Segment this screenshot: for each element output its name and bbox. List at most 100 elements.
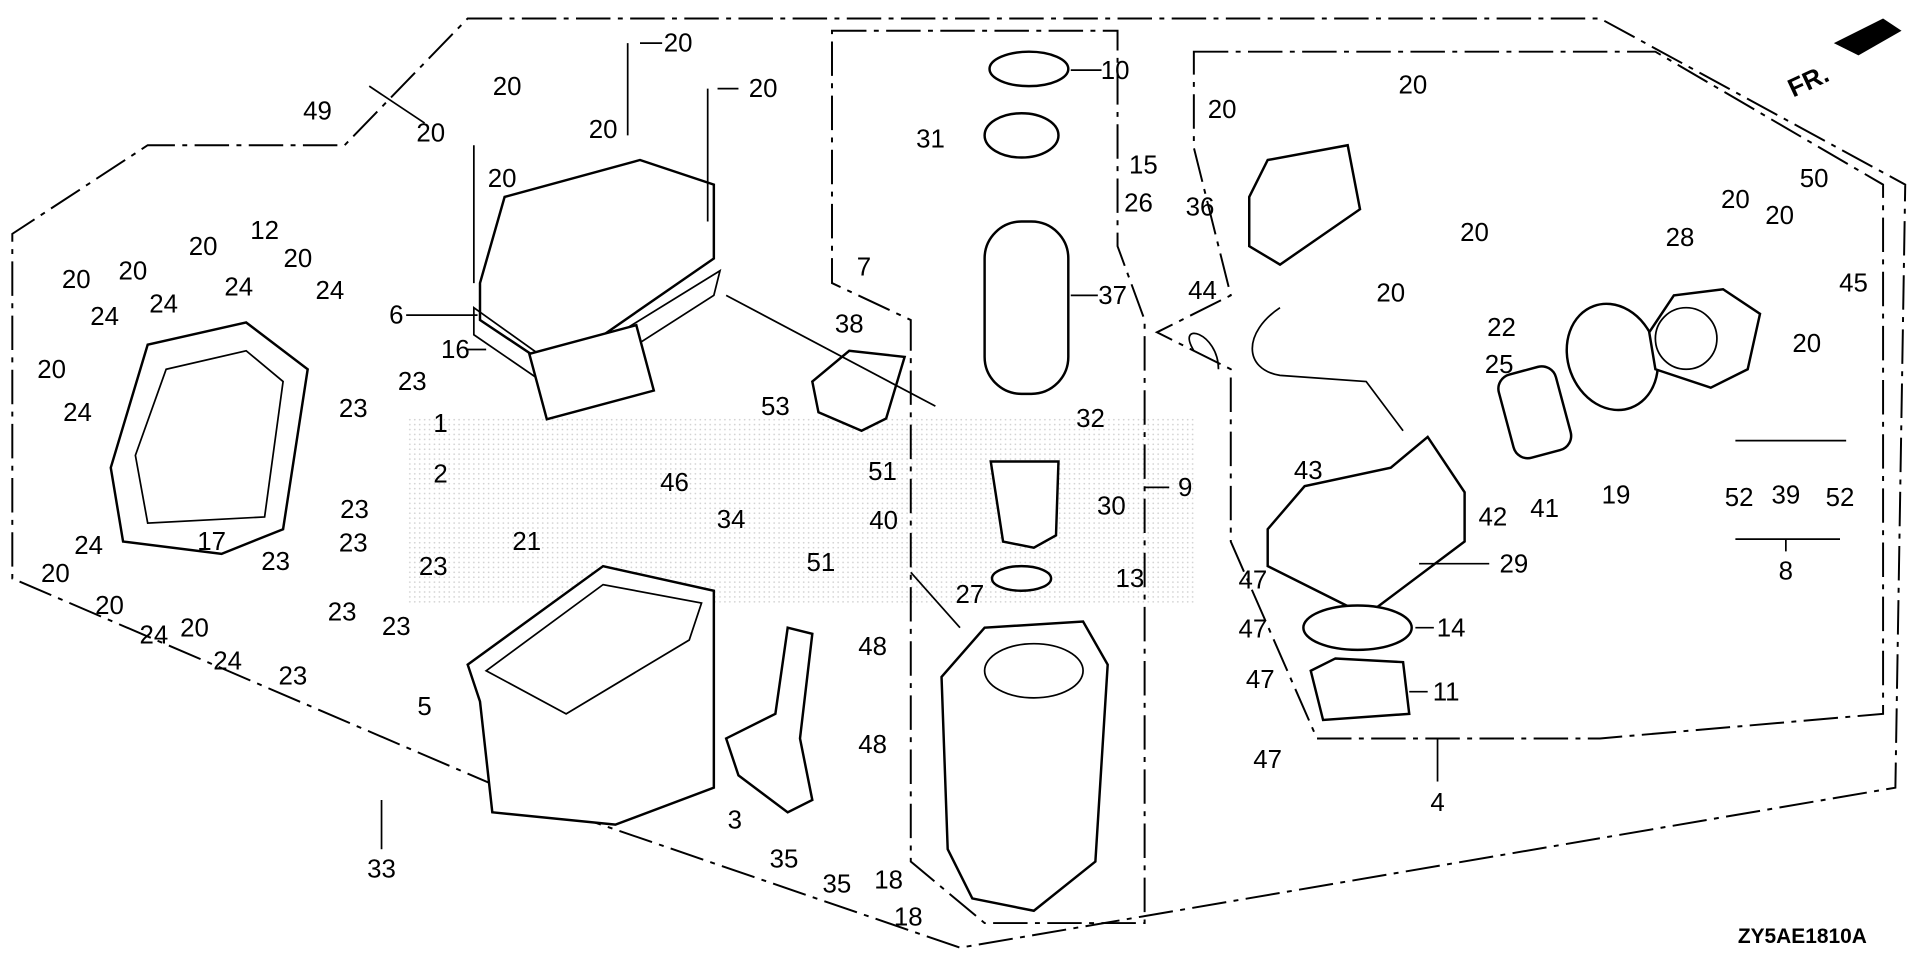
plate-11 <box>1309 657 1411 722</box>
callout-23: 23 <box>398 368 427 396</box>
callout-49: 49 <box>303 97 332 125</box>
callout-42: 42 <box>1479 504 1508 532</box>
callout-53: 53 <box>761 393 790 421</box>
callout-23: 23 <box>328 598 357 626</box>
wire-44 <box>1188 332 1220 370</box>
callout-2: 2 <box>433 460 447 488</box>
callout-10: 10 <box>1101 57 1130 85</box>
callout-48: 48 <box>858 731 887 759</box>
callout-20: 20 <box>1376 280 1405 308</box>
callout-12: 12 <box>250 217 279 245</box>
callout-34: 34 <box>717 506 746 534</box>
callout-5: 5 <box>417 693 431 721</box>
retainer-31 <box>983 112 1060 159</box>
callout-52: 52 <box>1725 484 1754 512</box>
housing-27 <box>940 620 1109 913</box>
cover-28 <box>1647 287 1762 390</box>
fr-arrow-icon <box>1833 18 1902 56</box>
callout-24: 24 <box>74 532 103 560</box>
callout-29: 29 <box>1499 550 1528 578</box>
callout-20: 20 <box>1765 202 1794 230</box>
callout-47: 47 <box>1246 666 1275 694</box>
callout-20: 20 <box>1208 96 1237 124</box>
callout-3: 3 <box>728 806 742 834</box>
callout-20: 20 <box>189 233 218 261</box>
callout-47: 47 <box>1253 746 1282 774</box>
callout-20: 20 <box>1792 330 1821 358</box>
ring-13 <box>990 564 1053 592</box>
callout-20: 20 <box>37 356 66 384</box>
callout-52: 52 <box>1826 484 1855 512</box>
callout-27: 27 <box>955 581 984 609</box>
callout-14: 14 <box>1437 614 1466 642</box>
callout-50: 50 <box>1800 165 1829 193</box>
callout-46: 46 <box>660 469 689 497</box>
callout-43: 43 <box>1294 457 1323 485</box>
group-outline-9 <box>831 29 1146 925</box>
callout-24: 24 <box>149 291 178 319</box>
callout-15: 15 <box>1129 152 1158 180</box>
callout-20: 20 <box>664 30 693 58</box>
callout-20: 20 <box>749 75 778 103</box>
callout-23: 23 <box>261 548 290 576</box>
callout-37: 37 <box>1098 282 1127 310</box>
module-2 <box>527 323 656 421</box>
callout-23: 23 <box>339 529 368 557</box>
pump-37 <box>983 220 1070 396</box>
callout-18: 18 <box>874 867 903 895</box>
callout-35: 35 <box>823 870 852 898</box>
callout-20: 20 <box>589 116 618 144</box>
callout-24: 24 <box>224 273 253 301</box>
parts <box>109 18 1902 913</box>
callout-20: 20 <box>416 120 445 148</box>
callout-21: 21 <box>512 528 541 556</box>
bracket-3 <box>724 626 814 814</box>
callout-16: 16 <box>441 336 470 364</box>
harness-43 <box>1251 306 1404 432</box>
callout-4: 4 <box>1430 789 1444 817</box>
gasket-14 <box>1302 604 1413 652</box>
watermark-area <box>406 418 1194 604</box>
callout-23: 23 <box>340 496 369 524</box>
callout-26: 26 <box>1124 190 1153 218</box>
callout-39: 39 <box>1771 481 1800 509</box>
callout-20: 20 <box>1460 219 1489 247</box>
callout-25: 25 <box>1485 351 1514 379</box>
cover-6 <box>478 158 716 371</box>
callout-24: 24 <box>213 648 242 676</box>
callout-31: 31 <box>916 126 945 154</box>
callout-20: 20 <box>119 257 148 285</box>
callout-20: 20 <box>180 614 209 642</box>
callout-36: 36 <box>1186 193 1215 221</box>
callout-11: 11 <box>1433 678 1460 706</box>
callout-22: 22 <box>1487 314 1516 342</box>
callout-20: 20 <box>493 73 522 101</box>
callout-35: 35 <box>770 846 799 874</box>
callout-24: 24 <box>90 303 119 331</box>
callout-45: 45 <box>1839 270 1868 298</box>
callout-6: 6 <box>389 302 403 330</box>
callout-23: 23 <box>419 553 448 581</box>
seal-10 <box>988 50 1070 88</box>
callout-1: 1 <box>433 410 447 438</box>
pipe-38 <box>810 349 907 433</box>
callout-20: 20 <box>1721 186 1750 214</box>
callout-38: 38 <box>835 310 864 338</box>
callout-20: 20 <box>283 245 312 273</box>
callout-8: 8 <box>1779 558 1793 586</box>
callout-33: 33 <box>367 856 396 884</box>
callout-47: 47 <box>1239 616 1268 644</box>
cover-29 <box>1266 435 1466 617</box>
callout-20: 20 <box>95 592 124 620</box>
callout-40: 40 <box>869 507 898 535</box>
group-outline-4 <box>1154 50 1885 740</box>
leader-lines <box>368 42 1847 850</box>
callout-7: 7 <box>857 254 871 282</box>
callout-20: 20 <box>488 165 517 193</box>
filter-41 <box>1497 365 1573 460</box>
callout-47: 47 <box>1239 566 1268 594</box>
callout-18: 18 <box>894 904 923 932</box>
callout-23: 23 <box>382 613 411 641</box>
tank-5 <box>466 564 716 826</box>
